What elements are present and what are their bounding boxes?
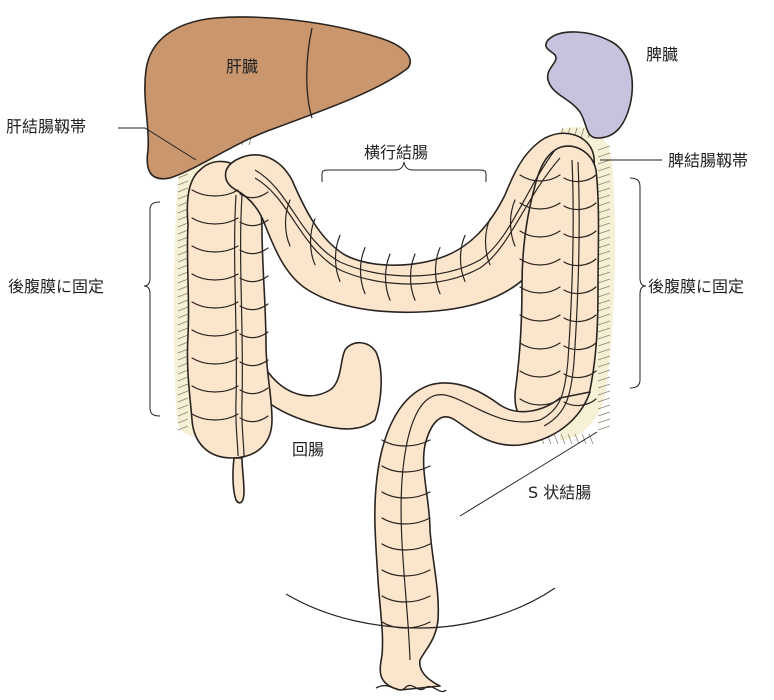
retroperitoneal-right-label: 後腹膜に固定 (648, 277, 744, 296)
ileum (265, 343, 381, 429)
sigmoid-colon-label: S 状結腸 (528, 483, 591, 502)
hatch-mark (598, 426, 610, 430)
retroperitoneal-right-bracket (630, 178, 646, 388)
spleen-label: 脾臓 (646, 45, 678, 64)
spleen (546, 32, 632, 138)
sigmoid-colon-leader (460, 432, 597, 516)
transverse-colon-label: 横行結腸 (364, 143, 428, 162)
retroperitoneal-left-label: 後腹膜に固定 (8, 277, 104, 296)
hatch-mark (598, 412, 610, 416)
splenocolic-ligament-label: 脾結腸靱帯 (668, 151, 748, 170)
hatch-mark (554, 434, 558, 444)
hepatocolic-ligament-label: 肝結腸靱帯 (6, 117, 86, 136)
appendix (233, 458, 244, 503)
hatch-mark (598, 419, 610, 423)
retroperitoneal-left-bracket (144, 202, 160, 416)
hatch-mark (575, 434, 579, 444)
sigmoid-colon (375, 383, 590, 690)
transverse-colon-bracket (322, 162, 486, 182)
ileum-label: 回腸 (292, 440, 324, 459)
liver-label: 肝臓 (226, 57, 258, 76)
